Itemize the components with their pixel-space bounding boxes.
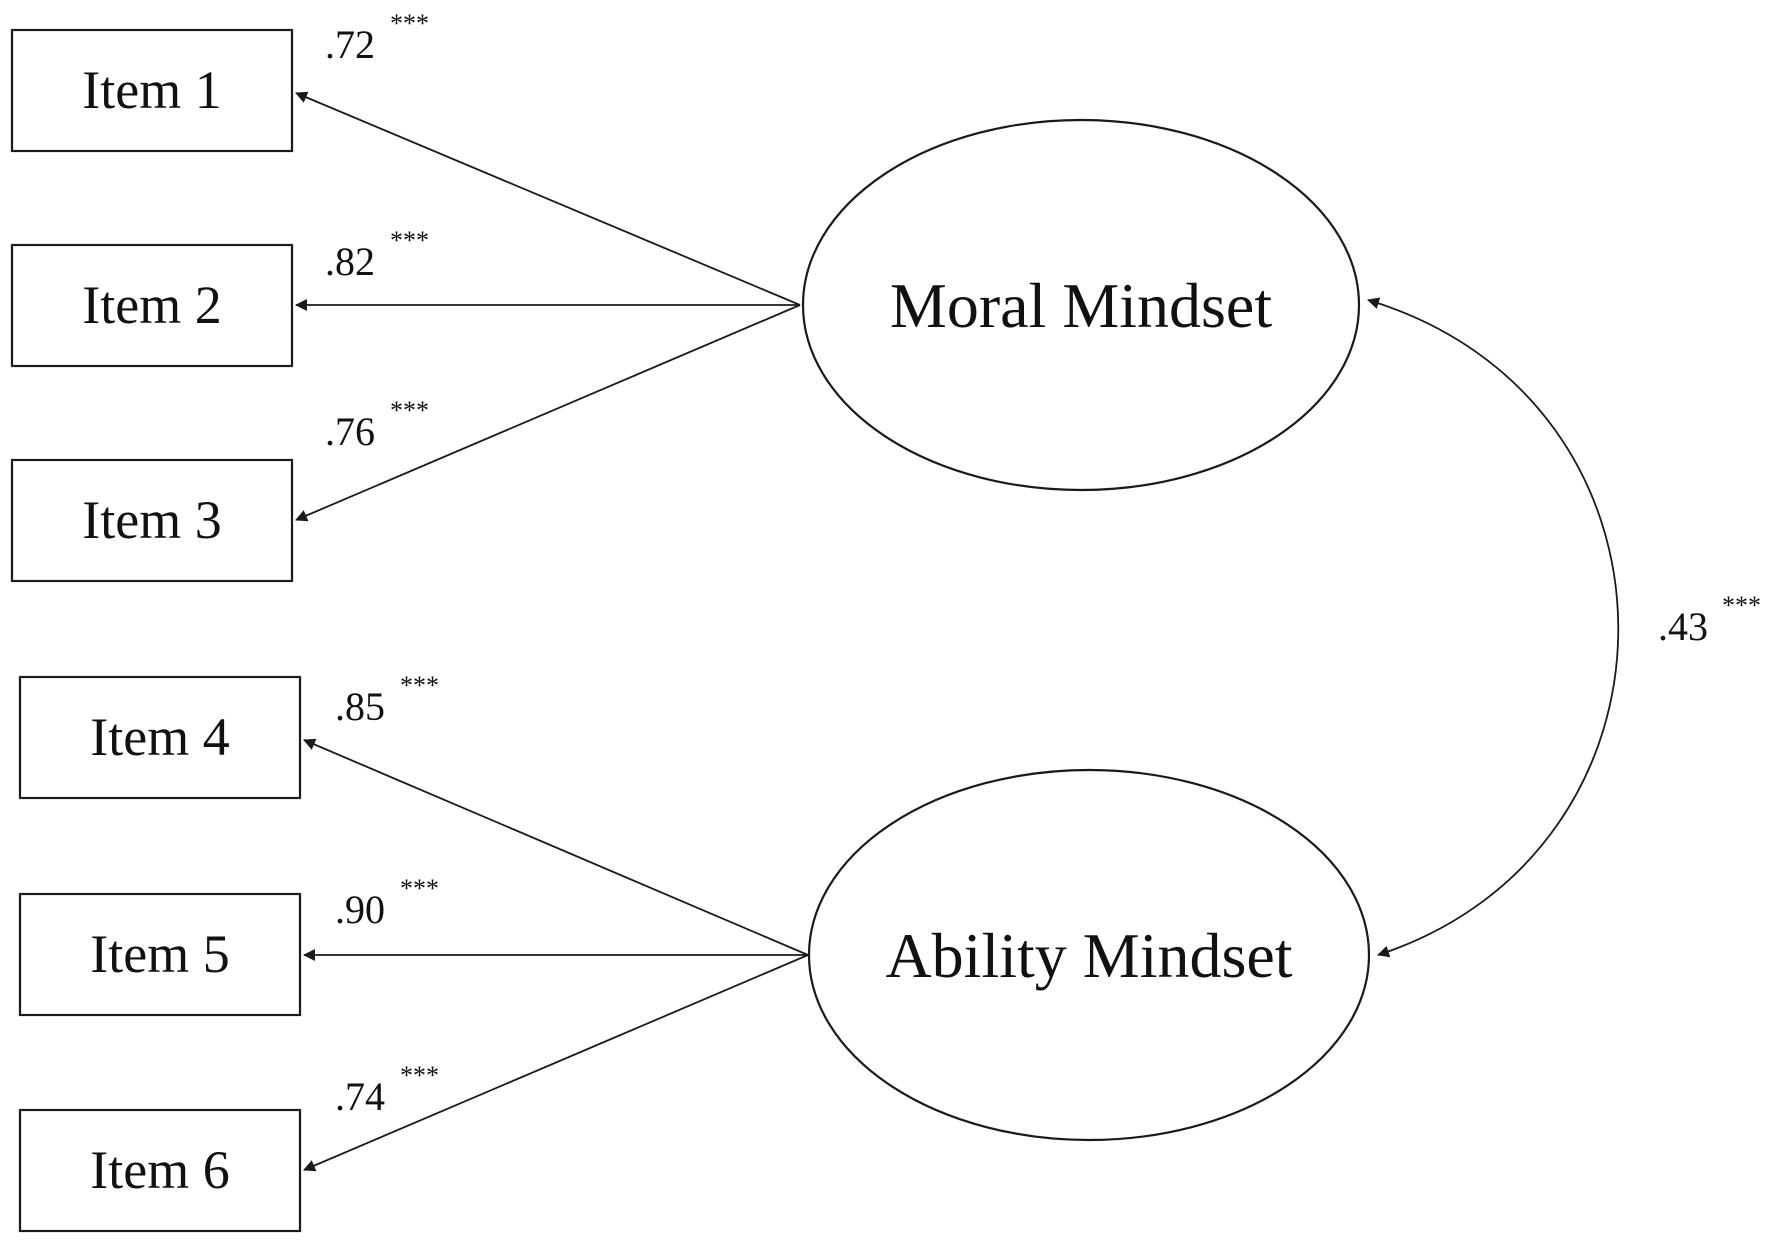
significance-stars: *** [390, 226, 429, 255]
item-label: Item 2 [82, 275, 221, 335]
loading-label-item-2: .82 *** [325, 226, 429, 284]
item-box-5: Item 5 [18, 892, 302, 1017]
loading-value: .85 [335, 684, 385, 729]
loading-path-item-1 [295, 91, 801, 306]
loading-value: .72 [325, 22, 375, 67]
loading-label-item-3: .76 *** [325, 396, 429, 454]
loading-label-item-1: .72 *** [325, 9, 429, 67]
item-box-4: Item 4 [18, 675, 302, 800]
factor-correlation-arrow [1367, 297, 1620, 958]
significance-stars: *** [390, 396, 429, 425]
significance-stars: *** [400, 1061, 439, 1090]
loading-label-item-6: .74 *** [335, 1061, 439, 1119]
loading-value: .74 [335, 1074, 385, 1119]
significance-stars: *** [390, 9, 429, 38]
correlation-value: .43 [1658, 604, 1708, 649]
loading-label-item-5: .90 *** [335, 874, 439, 932]
loading-path-item-6 [303, 954, 809, 1172]
factor-ability-mindset: Ability Mindset [807, 768, 1371, 1142]
significance-stars: *** [400, 671, 439, 700]
item-label: Item 6 [90, 1140, 229, 1200]
item-box-2: Item 2 [10, 243, 294, 368]
item-box-3: Item 3 [10, 458, 294, 583]
item-label: Item 1 [82, 60, 221, 120]
factor-moral-mindset: Moral Mindset [801, 118, 1361, 492]
loading-path-item-4 [303, 738, 809, 956]
significance-stars: *** [1722, 591, 1761, 620]
item-label: Item 4 [90, 707, 229, 767]
item-box-1: Item 1 [10, 28, 294, 153]
item-label: Item 3 [82, 490, 221, 550]
loading-value: .76 [325, 409, 375, 454]
item-label: Item 5 [90, 924, 229, 984]
loading-label-item-4: .85 *** [335, 671, 439, 729]
factor-label: Moral Mindset [890, 270, 1272, 341]
correlation-label: .43 *** [1658, 591, 1761, 649]
factor-label: Ability Mindset [885, 920, 1292, 991]
loading-value: .90 [335, 887, 385, 932]
item-box-6: Item 6 [18, 1108, 302, 1233]
loading-path-item-3 [295, 304, 801, 522]
loading-value: .82 [325, 239, 375, 284]
significance-stars: *** [400, 874, 439, 903]
